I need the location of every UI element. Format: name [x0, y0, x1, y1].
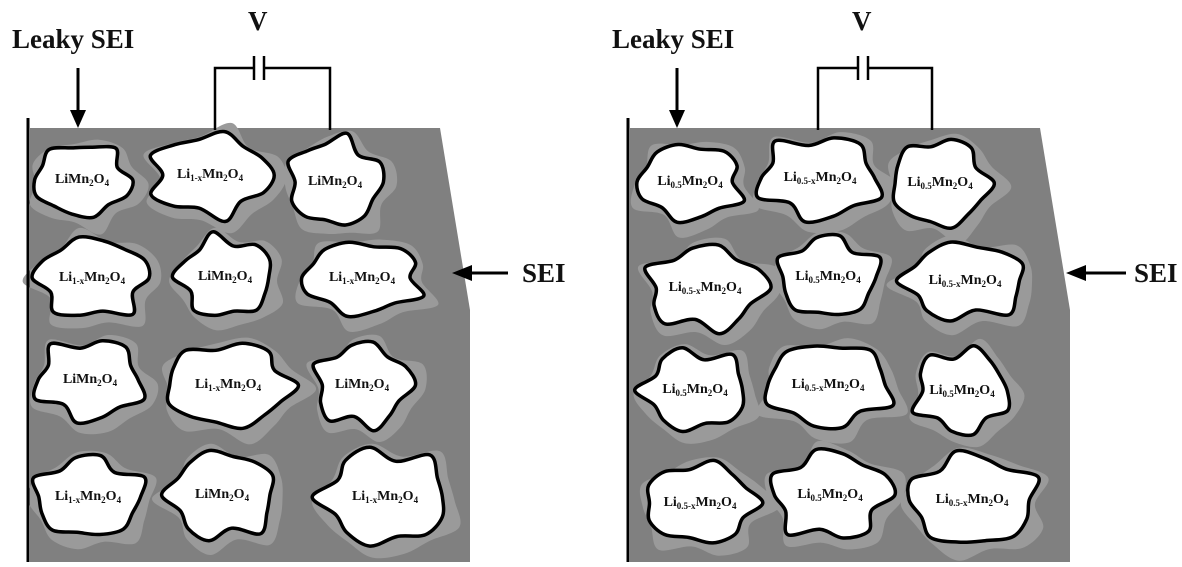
- left-particle-label: Li1-xMn2O4: [54, 489, 122, 505]
- left-particle-label: LiMn2O4: [334, 377, 390, 393]
- right-voltage-label: V: [852, 6, 872, 36]
- left-particle: [31, 339, 147, 426]
- right-particle: [645, 458, 765, 545]
- right-particle-label: Li0.5Mn2O4: [795, 269, 861, 285]
- left-particle-label: Li1-xMn2O4: [58, 270, 126, 286]
- right-particle-label: Li0.5Mn2O4: [657, 174, 723, 190]
- left-particle-label: LiMn2O4: [62, 372, 118, 388]
- right-leaky-sei-label: Leaky SEI: [612, 24, 735, 54]
- right-particle: [643, 242, 773, 336]
- right-particle: [632, 346, 746, 434]
- right-particle: [763, 344, 896, 431]
- left-particle-label: LiMn2O4: [194, 487, 250, 503]
- left-particle: [299, 240, 426, 319]
- right-leaky-arrow-head: [669, 110, 685, 128]
- left-particle-label: Li1-xMn2O4: [351, 489, 419, 505]
- left-leaky-sei-label: Leaky SEI: [12, 24, 135, 54]
- right-particle-label: Li0.5-xMn2O4: [928, 273, 1002, 289]
- right-sei-arrow-head: [1066, 265, 1086, 281]
- left-particle-label: LiMn2O4: [54, 172, 110, 188]
- right-particle: [910, 344, 1012, 438]
- sei-arrow-head: [452, 265, 472, 281]
- left-particle: [148, 129, 276, 224]
- right-voltage-circuit: [816, 56, 934, 130]
- right-particle-label: Li0.5Mn2O4: [662, 382, 728, 398]
- right-particle-label: Li0.5Mn2O4: [797, 487, 863, 503]
- right-particle-label: Li0.5Mn2O4: [907, 175, 973, 191]
- sei-label: SEI: [522, 258, 566, 288]
- left-particle: [311, 339, 418, 433]
- right-particle-label: Li0.5-xMn2O4: [668, 280, 742, 296]
- right-particle: [891, 137, 997, 230]
- left-particle-label: Li1-xMn2O4: [194, 377, 262, 393]
- left-particle: [32, 144, 135, 220]
- left-particle: [30, 235, 152, 318]
- right-particle-label: Li0.5-xMn2O4: [783, 170, 857, 186]
- left-leaky-arrow-head: [70, 110, 86, 128]
- left-particle: [30, 452, 148, 537]
- particle-layer: [22, 122, 1049, 561]
- right-particle: [635, 142, 747, 225]
- right-particle: [775, 232, 883, 317]
- right-sei-label: SEI: [1134, 258, 1178, 288]
- left-particle: [165, 341, 301, 431]
- left-particle: [310, 445, 446, 548]
- right-particle-label: Li0.5-xMn2O4: [791, 377, 865, 393]
- left-voltage-label: V: [248, 6, 268, 36]
- left-particle-label: LiMn2O4: [197, 269, 253, 285]
- right-particle: [906, 448, 1041, 545]
- right-particle-label: Li0.5Mn2O4: [929, 383, 995, 399]
- left-particle: [286, 131, 386, 227]
- left-voltage-circuit: [213, 56, 332, 130]
- right-particle: [894, 240, 1026, 323]
- left-particle-label: Li1-xMn2O4: [328, 270, 396, 286]
- left-particle: [170, 230, 273, 318]
- left-particle-label: LiMn2O4: [307, 174, 363, 190]
- left-particle: [159, 448, 276, 543]
- left-particle-label: Li1-xMn2O4: [176, 167, 244, 183]
- right-particle-label: Li0.5-xMn2O4: [663, 495, 737, 511]
- right-particle: [754, 136, 884, 225]
- right-particle-label: Li0.5-xMn2O4: [935, 492, 1009, 508]
- right-particle: [768, 447, 898, 540]
